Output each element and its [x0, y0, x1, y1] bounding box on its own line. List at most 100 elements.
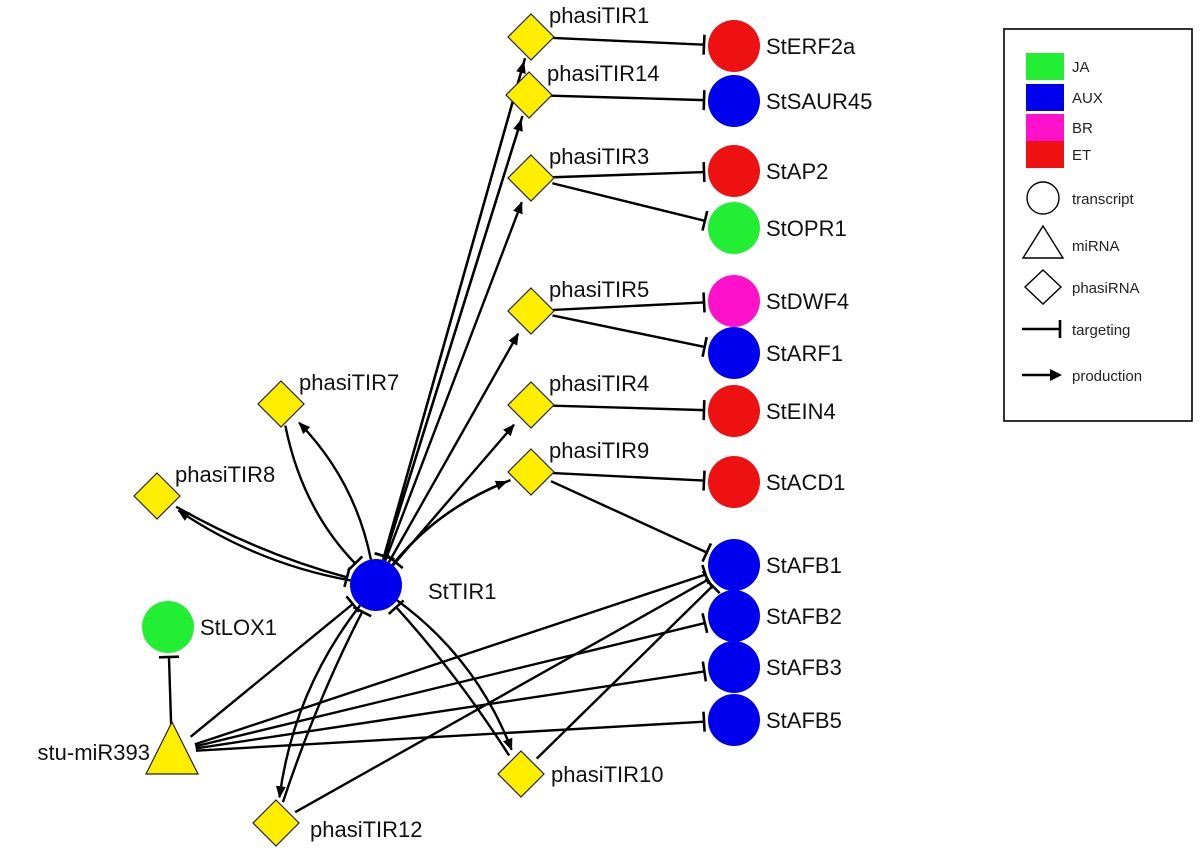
edge-production-StTIR1-phasiTIR8: [177, 509, 351, 582]
edge-bar-stu_miR393-StAFB2: [701, 613, 709, 634]
phasirna-diamond-icon: [507, 154, 555, 202]
node-label-StAFB5: StAFB5: [766, 708, 842, 733]
node-phasiTIR1[interactable]: phasiTIR1: [507, 3, 649, 61]
node-StOPR1[interactable]: StOPR1: [708, 202, 847, 254]
edge-targeting-phasiTIR10-StAFB1: [535, 585, 714, 760]
t-bar-icon: [1022, 320, 1062, 338]
edge-targeting-stu_miR393-StTIR1: [189, 603, 354, 738]
legend: JA AUX BR ET transcript miRNA phasiRNA t…: [1003, 28, 1193, 422]
legend-label-targeting: targeting: [1072, 322, 1130, 339]
legend-label-et: ET: [1072, 147, 1091, 164]
transcript-circle-icon: [708, 275, 760, 327]
edge-bar-phasiTIR8-StTIR1: [343, 567, 351, 588]
edge-targeting-phasiTIR3-StOPR1: [552, 182, 706, 222]
edge-bar-stu_miR393-StAFB3: [701, 661, 708, 682]
node-label-phasiTIR3: phasiTIR3: [549, 144, 649, 169]
edge-bar-phasiTIR5-StARF1: [701, 336, 708, 357]
transcript-circle-icon: [142, 601, 194, 653]
node-label-StDWF4: StDWF4: [766, 289, 849, 314]
node-StAFB3[interactable]: StAFB3: [708, 641, 842, 693]
transcript-circle-icon: [708, 20, 760, 72]
node-phasiTIR3[interactable]: phasiTIR3: [507, 144, 649, 202]
node-phasiTIR4[interactable]: phasiTIR4: [507, 371, 649, 429]
node-label-phasiTIR9: phasiTIR9: [549, 438, 649, 463]
edge-bar-stu_miR393-StAFB5: [702, 711, 706, 732]
edge-bar-stu_miR393-StLOX1: [158, 655, 179, 659]
edge-targeting-phasiTIR12-StAFB1: [294, 578, 709, 814]
legend-label-mirna: miRNA: [1072, 238, 1120, 255]
node-StAFB2[interactable]: StAFB2: [708, 590, 842, 642]
edge-targeting-phasiTIR1-StERF2a: [552, 36, 705, 46]
node-label-StTIR1: StTIR1: [428, 579, 496, 604]
node-phasiTIR7[interactable]: phasiTIR7: [257, 370, 399, 428]
node-StSAUR45[interactable]: StSAUR45: [708, 75, 872, 127]
node-label-StAFB1: StAFB1: [766, 553, 842, 578]
node-StAFB1[interactable]: StAFB1: [708, 539, 842, 591]
legend-swatch-ja: [1026, 53, 1064, 80]
node-label-phasiTIR7: phasiTIR7: [299, 370, 399, 395]
triangle-icon: [1021, 224, 1065, 259]
transcript-circle-icon: [708, 327, 760, 379]
edge-targeting-stu_miR393-StLOX1: [167, 656, 173, 729]
node-StLOX1[interactable]: StLOX1: [142, 601, 277, 653]
edge-targeting-phasiTIR1-StTIR1: [383, 57, 527, 557]
node-stu_miR393[interactable]: stu-miR393: [38, 720, 199, 775]
transcript-circle-icon: [350, 559, 402, 611]
node-label-phasiTIR8: phasiTIR8: [175, 462, 275, 487]
transcript-circle-icon: [708, 145, 760, 197]
node-phasiTIR9[interactable]: phasiTIR9: [507, 438, 649, 496]
node-label-phasiTIR1: phasiTIR1: [549, 3, 649, 28]
edge-production-StTIR1-phasiTIR7: [298, 421, 373, 560]
node-label-phasiTIR5: phasiTIR5: [549, 277, 649, 302]
transcript-circle-icon: [708, 456, 760, 508]
transcript-circle-icon: [708, 694, 760, 746]
node-label-StARF1: StARF1: [766, 341, 843, 366]
node-StERF2a[interactable]: StERF2a: [708, 20, 856, 72]
phasirna-diamond-icon: [497, 750, 545, 798]
edge-bar-stu_miR393-StAFB1: [701, 564, 710, 585]
node-phasiTIR5[interactable]: phasiTIR5: [507, 277, 649, 335]
edge-targeting-phasiTIR14-StSAUR45: [550, 94, 705, 102]
edge-bar-phasiTIR9-StAFB1: [701, 542, 713, 563]
node-StEIN4[interactable]: StEIN4: [708, 385, 836, 437]
transcript-circle-icon: [708, 539, 760, 591]
edge-targeting-phasiTIR9-StAFB1: [550, 480, 708, 554]
node-label-StAP2: StAP2: [766, 159, 828, 184]
transcript-circle-icon: [708, 641, 760, 693]
legend-label-ja: JA: [1072, 59, 1090, 76]
node-StTIR1[interactable]: StTIR1: [350, 559, 496, 611]
edge-targeting-phasiTIR9-StACD1: [552, 471, 705, 482]
node-label-StSAUR45: StSAUR45: [766, 89, 872, 114]
phasirna-diamond-icon: [257, 380, 305, 428]
edge-bar-phasiTIR10-StTIR1: [387, 599, 405, 615]
legend-swatch-aux: [1026, 84, 1064, 111]
legend-label-transcript: transcript: [1072, 191, 1135, 208]
node-phasiTIR8[interactable]: phasiTIR8: [133, 462, 275, 520]
legend-label-production: production: [1072, 368, 1142, 385]
node-StACD1[interactable]: StACD1: [708, 456, 845, 508]
edge-targeting-phasiTIR12-StTIR1: [281, 611, 364, 803]
edge-targeting-phasiTIR10-StTIR1: [395, 606, 511, 757]
transcript-circle-icon: [708, 590, 760, 642]
edge-targeting-phasiTIR5-StARF1: [552, 314, 705, 349]
node-label-StAFB3: StAFB3: [766, 655, 842, 680]
edge-bar-phasiTIR3-StAP2: [702, 161, 706, 183]
node-StAFB5[interactable]: StAFB5: [708, 694, 842, 746]
node-label-StOPR1: StOPR1: [766, 216, 847, 241]
edge-targeting-phasiTIR4-StEIN4: [552, 404, 705, 412]
node-phasiTIR10[interactable]: phasiTIR10: [497, 750, 664, 798]
edge-targeting-phasiTIR5-StDWF4: [552, 301, 705, 312]
edge-production-StTIR1-phasiTIR5: [387, 332, 520, 563]
phasirna-diamond-icon: [133, 472, 181, 520]
node-StAP2[interactable]: StAP2: [708, 145, 828, 197]
edge-targeting-phasiTIR3-StAP2: [552, 170, 705, 179]
node-label-StLOX1: StLOX1: [200, 615, 277, 640]
phasirna-diamond-icon: [507, 287, 555, 335]
edge-bar-phasiTIR14-StSAUR45: [702, 90, 706, 111]
legend-swatch-et: [1026, 141, 1064, 168]
node-phasiTIR12[interactable]: phasiTIR12: [252, 799, 423, 847]
node-StARF1[interactable]: StARF1: [708, 327, 843, 379]
node-phasiTIR14[interactable]: phasiTIR14: [505, 61, 660, 119]
node-StDWF4[interactable]: StDWF4: [708, 275, 849, 327]
